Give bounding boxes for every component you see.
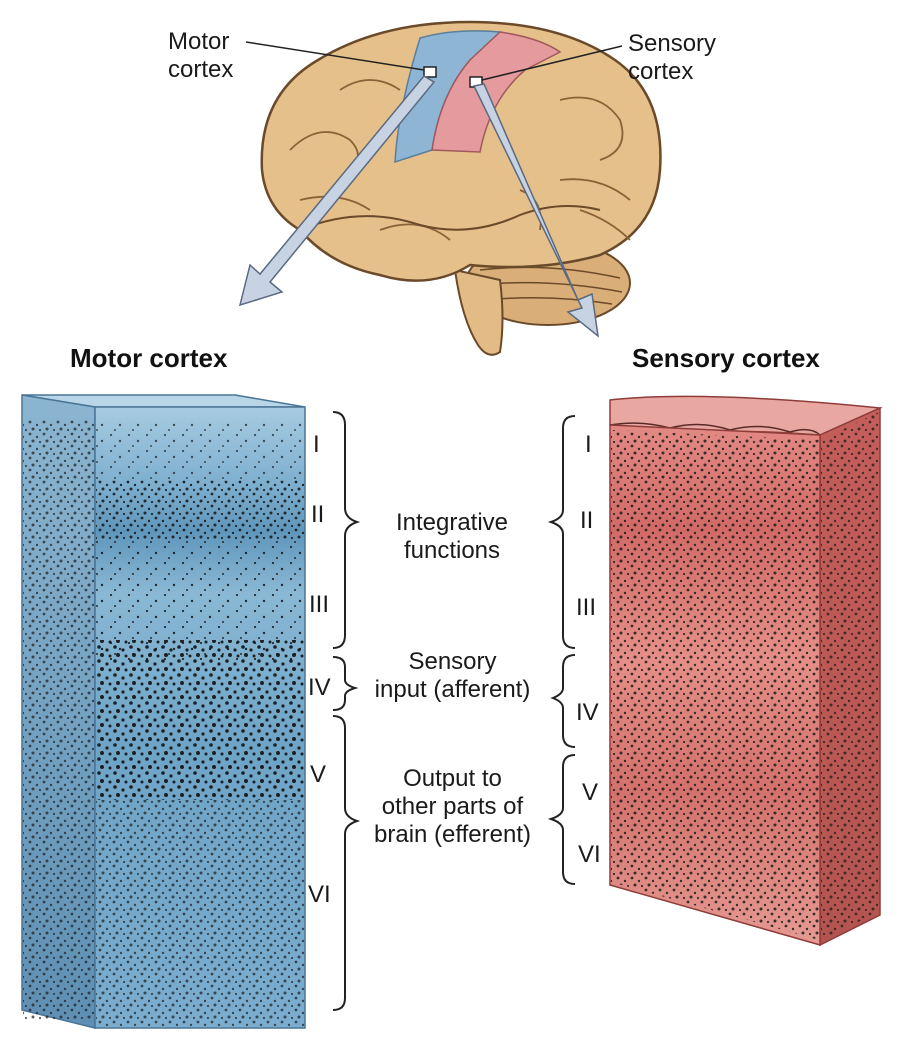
sensory-layer-i: I: [585, 431, 592, 458]
sensory-layer-v: V: [582, 779, 599, 806]
motor-layer-ii: II: [311, 501, 325, 528]
motor-cortex-brain-label: Motor cortex: [168, 28, 234, 83]
motor-layer-iv: IV: [308, 674, 331, 701]
sensory-cortex-brain-label: Sensory cortex: [628, 30, 717, 85]
sensory-brace-output: [547, 754, 576, 885]
sensory-layer-ii: II: [580, 507, 594, 534]
motor-brace-integrative: [332, 411, 361, 649]
sensory-cortex-title: Sensory cortex: [632, 343, 820, 373]
sensory-leader-line: [481, 45, 623, 81]
motor-layer-iii: III: [309, 591, 330, 618]
sensory-brace-sensory: [550, 654, 576, 748]
sensory-cortex-block: [609, 395, 883, 947]
motor-cortex-title: Motor cortex: [70, 343, 228, 373]
brain-stem: [453, 268, 504, 356]
sensory-arrow: [472, 83, 600, 338]
sensory-layer-iv: IV: [576, 699, 599, 726]
motor-brace-output: [332, 715, 361, 1011]
brain-illustration: [245, 20, 662, 356]
integrative-functions-label: Integrative functions: [395, 509, 509, 564]
sensory-layer-iii: III: [576, 594, 597, 621]
sensory-layer-vi: VI: [578, 841, 601, 868]
sensory-brace-integrative: [547, 415, 576, 649]
motor-arrow: [238, 75, 436, 307]
output-efferent-label: Output to other parts of brain (efferent…: [374, 765, 531, 848]
motor-layer-i: I: [313, 431, 320, 458]
motor-cortex-block: [21, 394, 306, 1029]
motor-brace-sensory: [332, 656, 359, 711]
motor-leader-line: [245, 41, 425, 71]
motor-layer-vi: VI: [308, 881, 331, 908]
motor-layer-v: V: [310, 761, 327, 788]
sensory-input-label: Sensory input (afferent): [374, 648, 531, 703]
motor-sample-box: [423, 66, 437, 78]
